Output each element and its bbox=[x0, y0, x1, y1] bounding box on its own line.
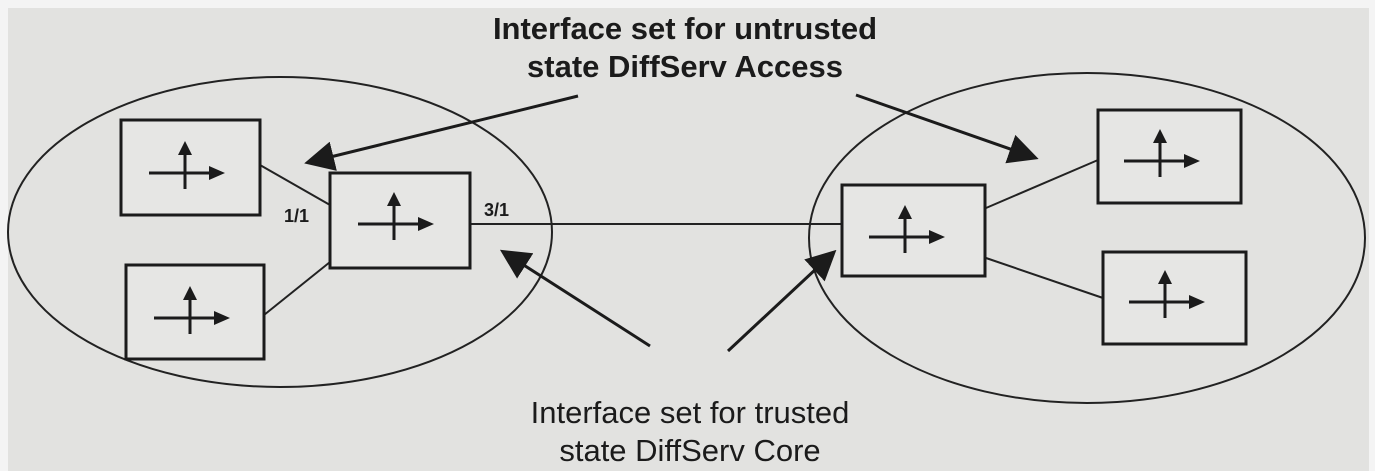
trusted-interface-label: Interface set for trusted state DiffServ… bbox=[390, 394, 990, 470]
trusted-arrow-left bbox=[499, 249, 651, 348]
left-domain-ellipse bbox=[7, 76, 553, 388]
frame-left-edge bbox=[0, 0, 8, 471]
trusted-arrow-right bbox=[726, 249, 837, 353]
link-right-top bbox=[985, 159, 1099, 209]
untrusted-arrow-right bbox=[855, 93, 1039, 164]
trusted-label-line1: Interface set for trusted bbox=[530, 395, 850, 430]
trusted-label-line2: state DiffServ Core bbox=[559, 433, 821, 468]
frame-right-edge bbox=[1369, 0, 1375, 471]
router-right-bottom bbox=[1101, 250, 1248, 346]
right-domain-ellipse bbox=[808, 72, 1366, 404]
frame-top-edge bbox=[0, 0, 1375, 8]
link-right-bottom bbox=[985, 257, 1104, 299]
link-left-bottom bbox=[263, 261, 331, 316]
untrusted-arrow-left bbox=[304, 94, 579, 171]
router-left-center bbox=[328, 171, 472, 270]
router-left-bottom bbox=[124, 263, 266, 361]
untrusted-interface-label: Interface set for untrusted state DiffSe… bbox=[385, 10, 985, 86]
router-right-top bbox=[1096, 108, 1243, 205]
untrusted-label-line2: state DiffServ Access bbox=[527, 49, 843, 84]
link-left-top bbox=[259, 164, 331, 206]
core-port-label: 3/1 bbox=[484, 200, 509, 220]
router-left-top bbox=[119, 118, 262, 217]
access-port-label: 1/1 bbox=[284, 206, 309, 226]
untrusted-label-line1: Interface set for untrusted bbox=[492, 11, 878, 46]
router-right-center bbox=[840, 183, 987, 278]
